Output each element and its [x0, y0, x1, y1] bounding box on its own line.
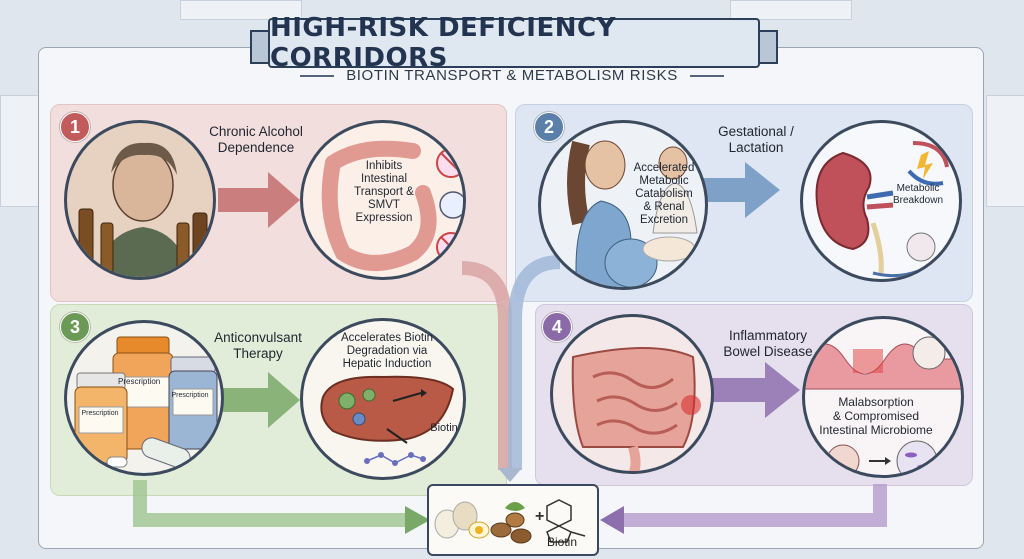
panel3-effect: Accelerates Biotin Degradation via Hepat…: [330, 332, 444, 371]
corridor-blue: [508, 255, 561, 470]
corridor-green-head: [405, 506, 430, 534]
panel4-heading-line: Inflammatory: [728, 328, 808, 343]
panel2-effect-tag-line: Metabolic: [896, 183, 940, 194]
panel3-number: 3: [60, 312, 90, 342]
panel2-effect-line: Catabolism: [635, 188, 693, 200]
panel1-heading-line: Chronic Alcohol: [209, 124, 303, 139]
panel3-heading-line: Therapy: [233, 346, 283, 361]
background-cabinet: [730, 0, 852, 20]
panel1-effect-line: Inhibits: [365, 160, 403, 172]
panel2-heading: Gestational / Lactation: [702, 124, 810, 156]
liver-illustration: [300, 318, 466, 480]
panel1-effect-line: Transport &: [354, 186, 414, 198]
arrow-panel4: [710, 362, 800, 418]
panel1-effect-line: Expression: [355, 212, 413, 224]
page-title: HIGH-RISK DEFICIENCY CORRIDORS: [268, 13, 760, 73]
panel3-effect-line: Accelerates Biotin: [340, 332, 434, 344]
kidney-illustration: [800, 120, 962, 282]
alcohol-person-illustration: [64, 120, 216, 280]
ibd-intestine-illustration: [550, 314, 714, 474]
panel1-heading: Chronic Alcohol Dependence: [196, 124, 316, 156]
microbiome-illustration: [802, 316, 964, 478]
panel2-effect-tag-line: Breakdown: [892, 195, 944, 206]
panel2-heading-line: Gestational /: [718, 124, 794, 139]
bottle-label: Prescription: [118, 377, 161, 386]
corridor-purple-head: [600, 506, 624, 534]
panel3-heading: Anticonvulsant Therapy: [200, 330, 316, 362]
panel2-effect-line: Accelerated: [633, 162, 695, 174]
panel4-effect-line: Intestinal Microbiome: [819, 423, 933, 437]
panel3-heading-line: Anticonvulsant: [214, 330, 302, 345]
intestine-illustration: [300, 120, 466, 280]
panel1-effect-line: SMVT: [368, 199, 400, 211]
medication-bottles-illustration: [64, 320, 224, 476]
bottle-label: Prescription: [171, 392, 209, 399]
panel1-number: 1: [60, 112, 90, 142]
panel2-number: 2: [534, 112, 564, 142]
panel4-effect-line: Malabsorption: [838, 395, 914, 409]
corridor-red: [461, 261, 512, 470]
background-shelf-right: [986, 95, 1024, 207]
panel2-effect-line: & Renal: [643, 201, 685, 213]
panel2-effect-tag: Metabolic Breakdown: [885, 183, 951, 207]
arrow-panel2: [692, 162, 780, 218]
biotin-label: Biotin: [547, 535, 578, 549]
subtitle-rule-right: [690, 75, 724, 77]
panel1-heading-line: Dependence: [217, 140, 295, 155]
corridor-center-head: [498, 468, 522, 482]
bottle-label: Prescription: [81, 410, 119, 417]
subtitle-rule-left: [300, 75, 334, 77]
biotin-sources-box: [427, 484, 599, 556]
page-subtitle: BIOTIN TRANSPORT & METABOLISM RISKS: [346, 66, 678, 84]
panel2-effect-line: Excretion: [640, 214, 688, 226]
panel2-effect-line: Metabolic: [639, 175, 689, 187]
corridor-green: [133, 480, 410, 527]
panel4-number: 4: [542, 312, 572, 342]
panel2-heading-line: Lactation: [728, 140, 784, 155]
panel4-effect-line: & Compromised: [832, 409, 920, 423]
corridor-purple: [620, 484, 887, 527]
food-and-molecule-icon: [434, 499, 586, 544]
panel4-heading: Inflammatory Bowel Disease: [708, 328, 828, 360]
arrow-panel1: [218, 172, 300, 228]
panel3-effect-line: Degradation via: [346, 345, 428, 357]
panel3-effect-line: Hepatic Induction: [342, 358, 432, 370]
panel4-heading-line: Bowel Disease: [723, 344, 813, 359]
panel2-effect: Accelerated Metabolic Catabolism & Renal…: [626, 162, 702, 227]
panel1-effect: Inhibits Intestinal Transport & SMVT Exp…: [336, 160, 432, 225]
panel3-biotin-tag: Biotin: [430, 422, 458, 434]
panel1-effect-line: Intestinal: [360, 173, 408, 185]
panel4-effect: Malabsorption & Compromised Intestinal M…: [796, 395, 956, 437]
background-shelf-left: [0, 95, 40, 207]
background-cabinet: [180, 0, 302, 20]
arrow-panel3: [222, 372, 300, 428]
plus-sign: +: [535, 508, 545, 525]
pregnancy-illustration: [538, 120, 708, 290]
